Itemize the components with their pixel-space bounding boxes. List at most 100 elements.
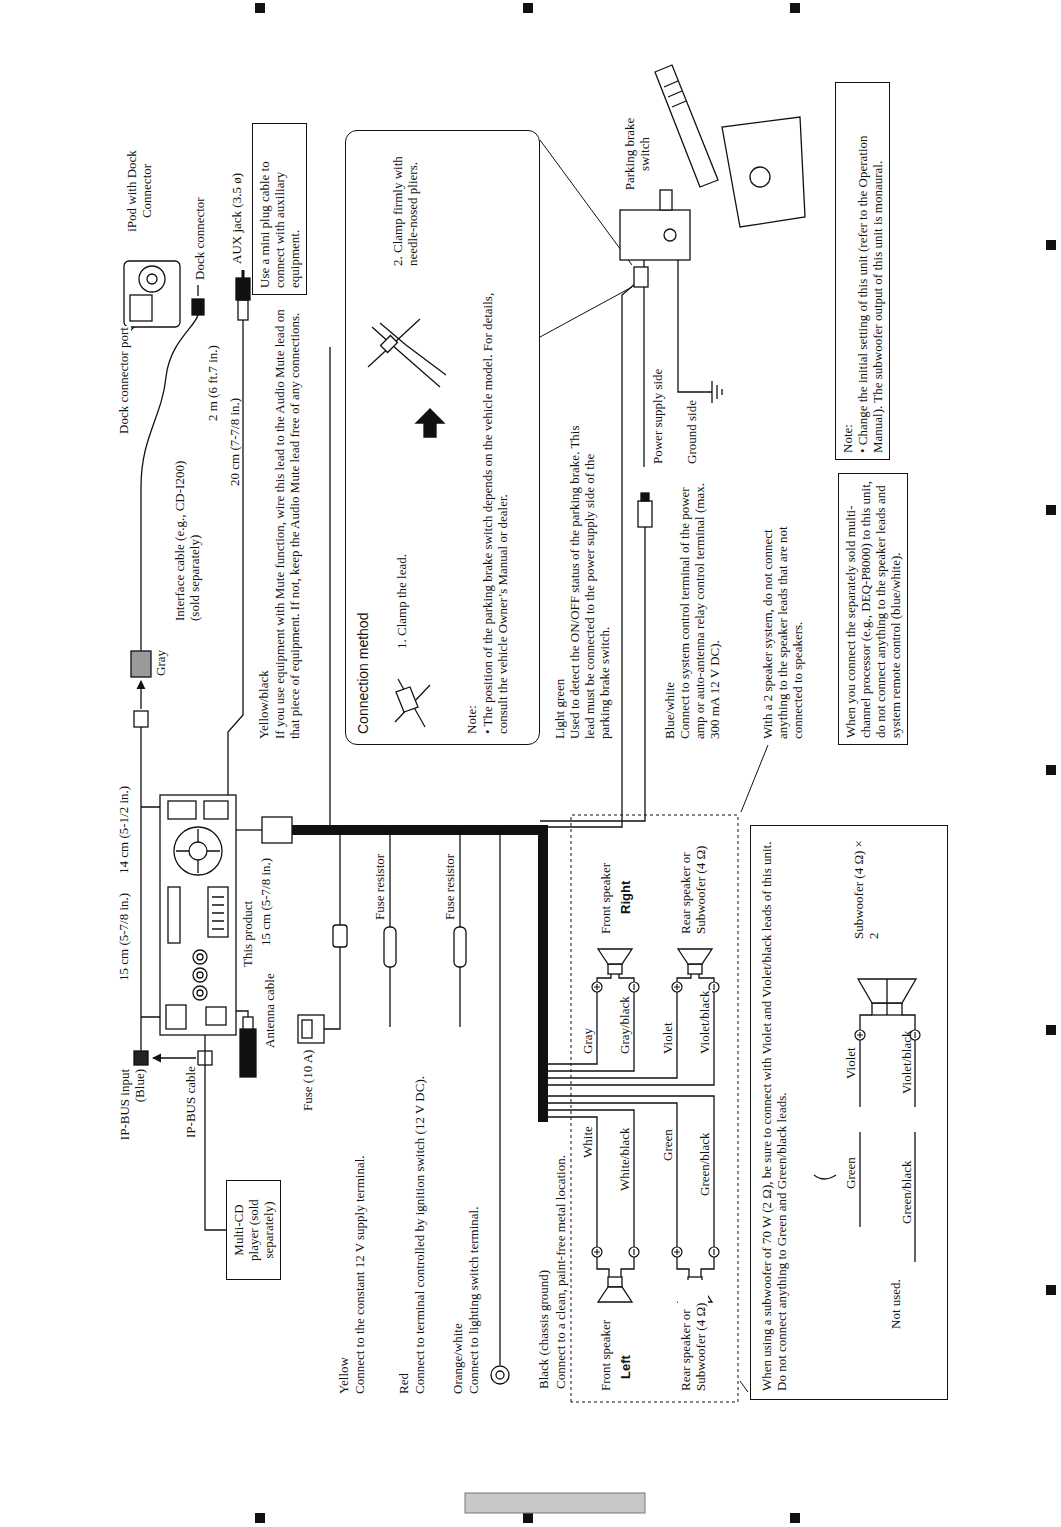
footer-bar [465,1493,645,1513]
box-text: When using a subwoofer of 70 W (2 Ω), be… [759,836,789,1391]
head-unit-drawing-part [176,829,220,873]
registration-marks-part [523,1513,533,1523]
speaker-wires-part [597,974,634,982]
polarity-symbols-part [629,1247,639,1257]
ipod-drawing-part [130,295,152,321]
ip-bus-cabling-part [131,651,151,677]
registration-marks [255,3,1056,1523]
polarity-symbols-part-part [629,982,639,992]
speaker-label: Rear speaker or Subwoofer (4 Ω) [678,1280,708,1392]
polarity-symbols-part [629,982,639,992]
wire-color-label: White/black [617,1126,632,1192]
box-text: When you connect the separately sold mul… [843,480,903,738]
dimension-label: 2 m (6 ft.7 in.) [205,344,220,422]
ip-bus-cabling [131,651,212,1065]
polarity-symbols-part-part [592,982,602,992]
polarity-symbols-part-part [592,1247,602,1257]
speaker-icons-part [598,1287,632,1302]
aux-cable-part [228,320,243,795]
wiring-harness-part [641,493,649,501]
clamp-illustration-part [368,319,420,367]
wire-color-label: White [580,1125,595,1159]
aux-cable-part [238,300,248,320]
leader-lines-part [741,745,768,812]
leader-lines-part [540,287,632,337]
wire-color-label: Black (chassis ground) [536,1269,551,1390]
dimension-label: 15 cm (5-7/8 in.) [116,892,131,982]
leader-lines-part [540,140,632,265]
cable-label: Antenna cable [262,972,277,1049]
registration-marks-part [255,1513,265,1523]
box-subtext: Not used. [888,1279,903,1329]
registration-marks-part [255,3,265,13]
box-subtext: 2. Clamp firmly with needle-nosed pliers… [390,141,420,266]
head-unit-drawing-part [168,801,196,819]
head-unit-drawing-part [168,887,180,943]
dimension-label: 15 cm (5-7/8 in.) [258,857,273,947]
subwoofer-wiring-part [886,979,887,1015]
subwoofer-wiring [814,979,916,1262]
antenna-plug-part [243,1017,253,1029]
wire-color-label: Red [396,1372,411,1395]
parking-brake-illustration-part [634,267,648,287]
speaker-group-outline [571,815,738,1402]
speaker-wires-part [548,1096,714,1247]
box-subtext: Subwoofer (4 Ω) × 2 [851,839,881,939]
aux-cable-part [236,278,250,300]
registration-marks-part [790,3,800,13]
parking-brake-illustration-part [722,117,805,227]
ip-bus-cabling-part [153,1057,196,1058]
leader-lines-part [740,1381,748,1392]
box-subtext: Green/black [899,1160,914,1224]
speaker-icons-part [678,949,712,964]
wire-color-label: Violet [660,1021,675,1055]
polarity-symbols-part-part [594,984,600,990]
device-label: iPod with Dock Connector [124,145,154,237]
wire-color-label: Green [660,1128,675,1162]
polarity-symbols-part-part [713,984,714,990]
wire-color-label: Yellow/black [256,669,271,740]
parking-brake-illustration [620,65,805,467]
head-unit-drawing-part [208,887,228,937]
wire-color-label: Gray [580,1027,595,1055]
fuse-label: Fuse resistor [372,853,387,921]
polarity-symbols-part-part [709,1247,719,1257]
registration-marks-part [1046,505,1056,515]
ipod-drawing-part [124,261,180,327]
side-label: Right [618,880,633,915]
fuse-label: Fuse resistor [442,853,457,921]
polarity-symbols-part-part [914,1032,915,1038]
polarity-symbols-part [592,982,602,992]
speaker-wires-part [677,974,714,982]
wire-instruction: Connect to system control terminal of th… [677,473,722,740]
wire-color-label: Blue/white [662,681,677,740]
wire-instruction: Connect to lighting switch terminal. [466,1206,481,1395]
head-unit-drawing-part [193,968,207,982]
parking-brake-illustration-part [664,81,686,107]
wiring-harness-part [262,817,292,843]
plug-label: Gray [153,649,168,677]
connector-label: Dock connector [192,196,207,281]
polarity-symbols-part-part [674,984,680,990]
wire-color-label: Green/black [697,1131,712,1197]
wiring-harness [236,283,652,1384]
polarity-symbols-part-part [674,1249,680,1255]
registration-marks-part [1046,1285,1056,1295]
box-subtext: • The position of the parking brake swit… [480,264,510,734]
clamp-illustration-part [381,336,398,353]
ip-bus-cabling-part [134,711,148,727]
head-unit-drawing-part [197,990,203,996]
head-unit-drawing-part [197,972,203,978]
polarity-symbols-part [592,1247,602,1257]
polarity-symbols-part [672,1247,682,1257]
wire-color-label: Light green [552,678,567,740]
side-label: Left [618,1354,633,1380]
polarity-symbols-part-part [855,1030,865,1040]
note-box: When using a subwoofer of 70 W (2 Ω), be… [750,825,948,1400]
wire-instruction: Connect to terminal controlled by igniti… [412,1075,427,1395]
box-subtext: 1. Clamp the lead. [394,554,409,649]
wiring-harness-part [638,501,652,527]
polarity-symbols-part-part [629,1247,639,1257]
note-box: Use a mini plug cable to connect with au… [252,123,307,295]
polarity-symbols-part [672,982,682,992]
